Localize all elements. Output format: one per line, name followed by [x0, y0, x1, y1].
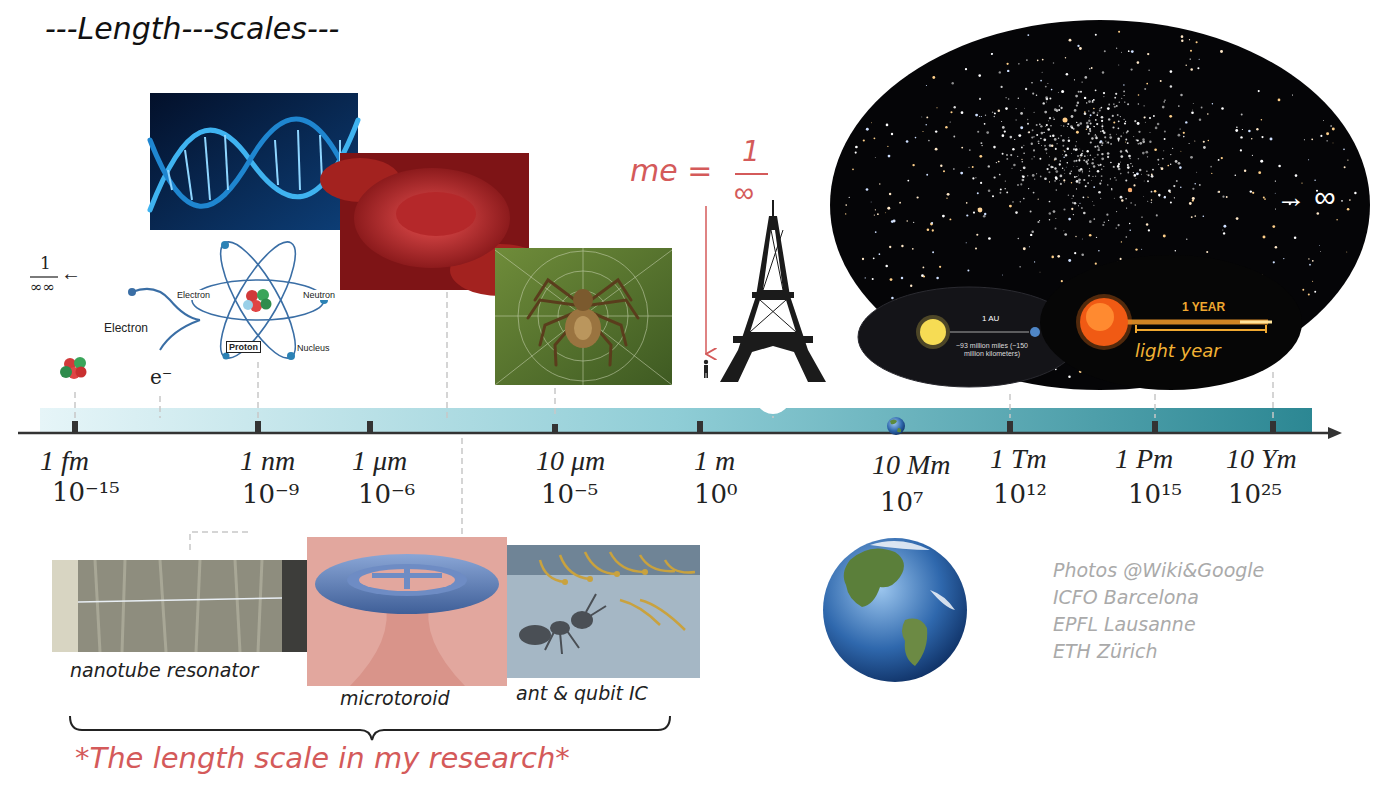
- au-distance-note: ~93 million miles (~150 million kilomete…: [952, 342, 1032, 358]
- scale-power: 10⁻⁹: [242, 480, 299, 510]
- scale-power: 10⁰: [694, 480, 738, 510]
- scale-unit: 10 Mm: [872, 449, 951, 481]
- photo-credit: Photos @Wiki&Google: [1053, 560, 1264, 582]
- image-caption: microtoroid: [340, 688, 450, 710]
- scale-power: 10⁷: [880, 488, 924, 518]
- scale-unit: 10 μm: [536, 445, 605, 477]
- fraction-numerator: 1: [742, 136, 760, 168]
- starfield-ellipse: → ∞ 1 AU ~93 million miles (~150 million k…: [830, 20, 1370, 390]
- fraction-numerator: 1: [40, 254, 51, 274]
- part-name: Electron: [104, 322, 148, 336]
- title-text: ---Length---scales---: [45, 12, 339, 47]
- light-year-label: light year: [1135, 341, 1221, 362]
- scale-unit: 1 μm: [352, 445, 407, 477]
- scale-power: 10⁻⁵: [541, 480, 598, 510]
- image-caption: ant & qubit IC: [516, 683, 648, 705]
- scale-unit: 1 m: [694, 445, 735, 477]
- fraction-denominator: ∞∞: [30, 279, 55, 296]
- scale-unit: 1 nm: [240, 445, 295, 477]
- scale-power: 10¹²: [993, 480, 1047, 510]
- photo-credit: EPFL Lausanne: [1053, 614, 1196, 636]
- scale-unit: 10 Ym: [1226, 443, 1297, 475]
- image-caption: nanotube resonator: [70, 660, 258, 682]
- light-year-ellipse-shape: [1040, 255, 1302, 390]
- au-label: 1 AU: [982, 314, 999, 323]
- scale-power: 10¹⁵: [1128, 480, 1182, 510]
- part-name: Proton: [226, 341, 261, 353]
- scale-power: 10⁻¹⁵: [52, 478, 120, 508]
- fraction-denominator: ∞: [734, 177, 754, 209]
- particle-symbol: e⁻: [150, 366, 172, 389]
- infinity-arrow: → ∞: [1276, 180, 1336, 215]
- scale-unit: 1 Pm: [1115, 443, 1173, 475]
- year-label: 1 YEAR: [1182, 301, 1225, 315]
- research-note: *The length scale in my research*: [75, 742, 570, 775]
- scale-power: 10²⁵: [1228, 480, 1282, 510]
- scale-unit: 1 fm: [40, 445, 89, 477]
- arrow-symbol: ←: [61, 262, 81, 285]
- photo-credit: ETH Zürich: [1053, 641, 1158, 663]
- part-name: Electron: [176, 290, 211, 300]
- me-label: me =: [630, 154, 712, 189]
- part-name: Nucleus: [296, 343, 331, 353]
- light-year-ellipse: 1 YEAR light year: [1040, 255, 1302, 390]
- scale-power: 10⁻⁶: [358, 480, 415, 510]
- photo-credit: ICFO Barcelona: [1053, 587, 1199, 609]
- part-name: Neutron: [302, 290, 336, 300]
- scale-unit: 1 Tm: [990, 443, 1047, 475]
